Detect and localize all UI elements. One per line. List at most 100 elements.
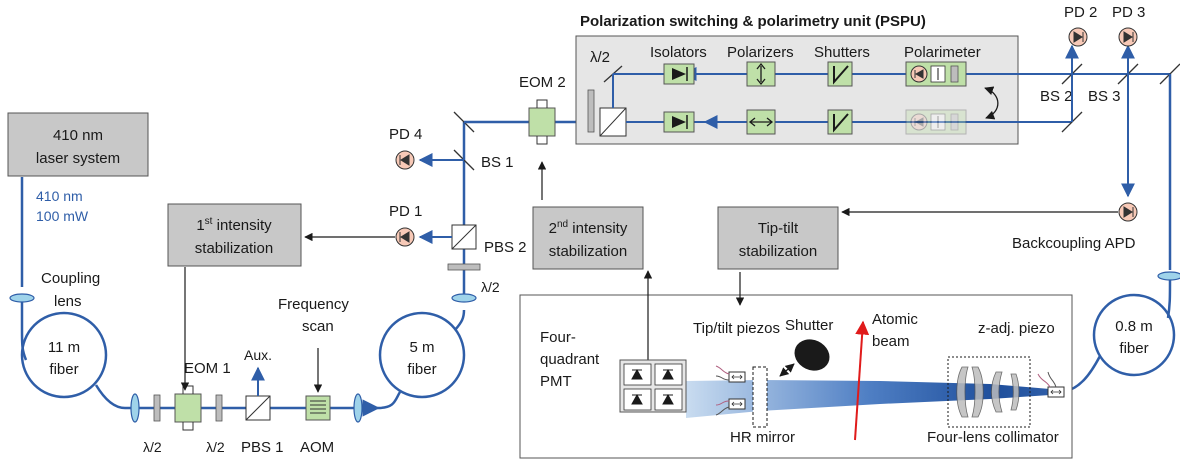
laser-spec-power: 100 mW (36, 208, 89, 224)
fiber-5m-label-2: fiber (407, 361, 436, 378)
half-wave-plate-4-icon (587, 89, 595, 133)
pspu-title: Polarization switching & polarimetry uni… (580, 13, 926, 30)
eom-1-icon (174, 385, 202, 431)
tip-tilt-piezo-upper-icon (715, 365, 746, 383)
shutter-upper-icon (827, 61, 853, 87)
shutters-label: Shutters (814, 44, 870, 61)
pd-4-icon (395, 150, 415, 170)
half-wave-plate-1-label: λ/2 (143, 439, 162, 455)
half-wave-plate-3-icon (447, 263, 481, 271)
second-intensity-stabilization-line2: stabilization (549, 243, 627, 260)
fiber-11m-icon (20, 311, 126, 410)
tip-tilt-piezo-lower-icon (715, 398, 746, 416)
eom-2-label: EOM 2 (519, 74, 566, 91)
fiber-5m-icon (377, 309, 466, 410)
eom-2-icon (528, 99, 556, 145)
pd-1-icon (395, 227, 415, 247)
hr-mirror-icon (752, 366, 768, 428)
z-adj-piezo-label: z-adj. piezo (978, 320, 1055, 337)
polarizers-label: Polarizers (727, 44, 794, 61)
shutter-lower-icon (827, 109, 853, 135)
second-intensity-stabilization-box: 2nd intensity stabilization (532, 206, 644, 270)
pbs-2-icon (451, 224, 477, 250)
polarimeter-active-icon (905, 61, 967, 87)
four-quadrant-pmt-icon (619, 359, 687, 413)
half-wave-plate-4-label: λ/2 (590, 49, 610, 66)
aux-label: Aux. (244, 347, 272, 363)
pd-3-label: PD 3 (1112, 4, 1145, 21)
shutter-blade-icon (794, 339, 830, 371)
first-intensity-stabilization-box: 1st intensity stabilization (167, 203, 302, 267)
bs-3-label: BS 3 (1088, 88, 1121, 105)
isolator-lower-icon (663, 111, 695, 133)
fiber-08m-lens-icon (1157, 271, 1180, 281)
atomic-beam-label-2: beam (872, 333, 910, 350)
atomic-beam-arrow (854, 320, 870, 441)
fiber-coupling-lens-icon (353, 393, 363, 423)
frequency-scan-label-2: scan (302, 318, 334, 335)
four-lens-collimator-icon (947, 356, 1031, 428)
pd-4-label: PD 4 (389, 126, 422, 143)
fiber-11m-label-2: fiber (49, 361, 78, 378)
eom-1-label: EOM 1 (184, 360, 231, 377)
pspu-pbs-icon (599, 107, 627, 137)
laser-system-box: 410 nm laser system (7, 112, 149, 177)
isolators-label: Isolators (650, 44, 707, 61)
backcoupling-apd-label: Backcoupling APD (1012, 235, 1136, 252)
pd-2-label: PD 2 (1064, 4, 1097, 21)
first-intensity-stabilization-line2: stabilization (195, 240, 273, 257)
second-intensity-stabilization-line1: 2nd intensity (549, 219, 628, 237)
polarizer-horizontal-icon (746, 109, 776, 135)
fiber-5m-output-lens-icon (451, 293, 477, 303)
aom-icon (305, 395, 331, 421)
atomic-beam-label-1: Atomic (872, 311, 918, 328)
first-intensity-stabilization-line1: 1st intensity (196, 216, 272, 234)
fiber-08m-label-2: fiber (1119, 340, 1148, 357)
pbs-2-label: PBS 2 (484, 239, 527, 256)
half-wave-plate-1-icon (153, 394, 161, 422)
bs-2-label: BS 2 (1040, 88, 1073, 105)
collimation-lens-icon (130, 393, 140, 423)
aom-label: AOM (300, 439, 334, 456)
tiptilt-stabilization-line2: stabilization (739, 243, 817, 260)
tip-tilt-piezos-label: Tip/tilt piezos (693, 320, 780, 337)
polarimeter-alternate-position-icon (905, 109, 967, 135)
fiber-11m-label-1: 11 m (48, 339, 80, 356)
pmt-label-2: quadrant (540, 351, 600, 368)
pmt-label-3: PMT (540, 373, 572, 390)
pd-3-icon (1118, 27, 1138, 47)
shutter-label: Shutter (785, 317, 833, 334)
coupling-lens-label-1: Coupling (41, 270, 100, 287)
tiptilt-stabilization-box: Tip-tilt stabilization (717, 206, 839, 270)
polarimeter-label: Polarimeter (904, 44, 981, 61)
pbs-1-icon (245, 395, 271, 421)
half-wave-plate-3-label: λ/2 (481, 279, 500, 295)
tiptilt-stabilization-line1: Tip-tilt (758, 220, 799, 237)
polarimeter-switch-arrow (984, 86, 999, 120)
pmt-label-1: Four- (540, 329, 576, 346)
isolator-upper-icon (663, 63, 695, 85)
bs-1-label: BS 1 (481, 154, 514, 171)
frequency-scan-label-1: Frequency (278, 296, 349, 313)
laser-spec-wavelength: 410 nm (36, 188, 83, 204)
shutter-motion-arrow (779, 363, 795, 377)
z-adj-piezo-icon (1037, 371, 1065, 398)
laser-title-line1: 410 nm (53, 127, 103, 144)
pspu-box (575, 35, 1019, 145)
half-wave-plate-2-label: λ/2 (206, 439, 225, 455)
backcoupling-apd-icon (1118, 202, 1138, 222)
coupling-lens-icon (9, 293, 35, 303)
half-wave-plate-2-icon (215, 394, 223, 422)
fiber-5m-label-1: 5 m (409, 339, 434, 356)
polarizer-vertical-icon (746, 61, 776, 87)
hr-mirror-label: HR mirror (730, 429, 795, 446)
fiber-08m-icon (1063, 279, 1176, 394)
coupling-lens-label-2: lens (54, 293, 82, 310)
pbs-1-label: PBS 1 (241, 439, 284, 456)
fiber-08m-label-1: 0.8 m (1115, 318, 1153, 335)
laser-title-line2: laser system (36, 150, 120, 167)
pd-2-icon (1068, 27, 1088, 47)
pd-1-label: PD 1 (389, 203, 422, 220)
collimator-label: Four-lens collimator (927, 429, 1059, 446)
